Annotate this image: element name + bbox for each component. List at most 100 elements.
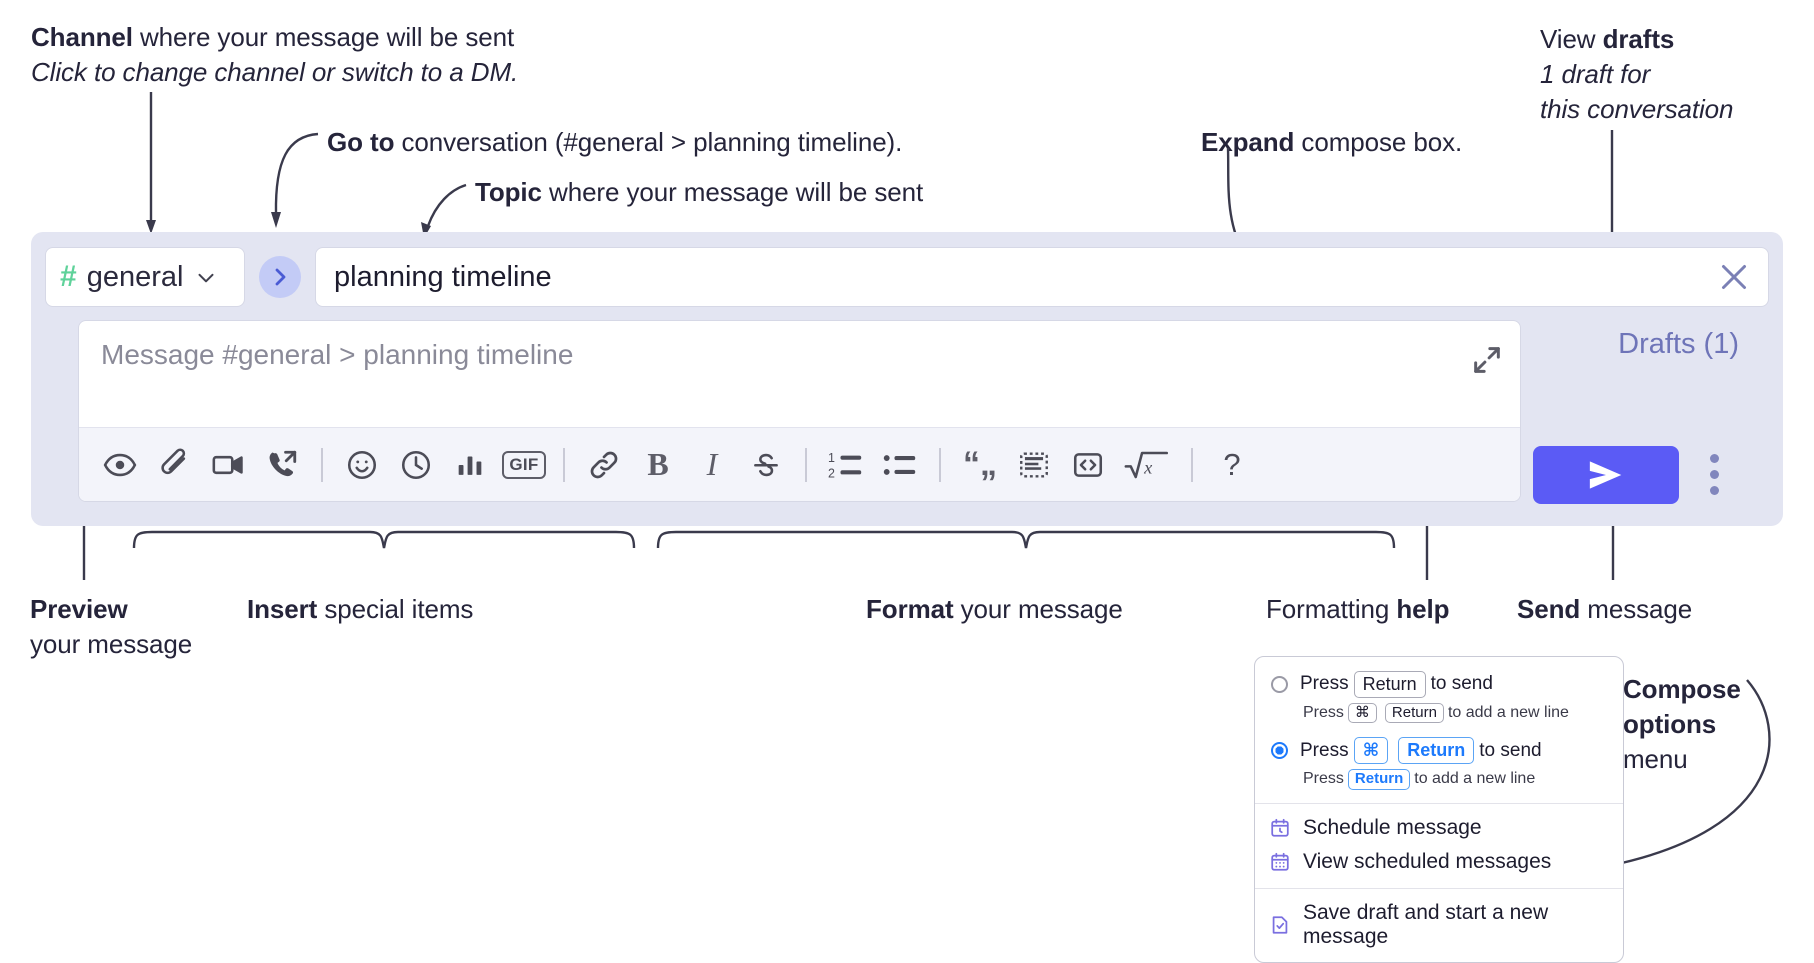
compose-options-button[interactable] [1697, 452, 1731, 496]
close-icon [1722, 265, 1746, 289]
chevron-down-icon [198, 273, 214, 283]
poll-button[interactable] [448, 443, 492, 487]
clock-icon [401, 450, 431, 479]
drafts-link[interactable]: Drafts (1) [1618, 328, 1739, 360]
kebab-menu-icon [1709, 485, 1719, 495]
compose-header-row: # general planning timeline [45, 246, 1769, 308]
compose-panel: # general planning timeline Message #gen… [31, 232, 1783, 526]
audio-call-icon [269, 450, 297, 476]
blockquote-button[interactable]: “„ [958, 443, 1002, 487]
strikethrough-icon [754, 453, 778, 476]
annotation-drafts-plain: View [1540, 24, 1603, 54]
link-icon [590, 451, 618, 478]
send-option-cmd-return-sub: Press Return to add a new line [1255, 768, 1623, 794]
audio-clip-button[interactable] [260, 443, 304, 487]
sub-post: to add a new line [1414, 770, 1536, 788]
send-option-pre: Press [1300, 673, 1349, 695]
help-icon: ? [1223, 447, 1241, 482]
topic-input[interactable]: planning timeline [315, 247, 1769, 307]
menu-item-schedule-message[interactable]: Schedule message [1255, 811, 1623, 845]
toolbar-divider [563, 447, 565, 482]
expand-compose-button[interactable] [1470, 343, 1504, 377]
toolbar-divider [805, 447, 807, 482]
key-return: Return [1347, 768, 1411, 790]
annotation-preview-rest: your message [30, 628, 193, 659]
message-input-area[interactable]: Message #general > planning timeline [78, 320, 1521, 502]
ordered-list-icon: 1 2 [828, 451, 862, 480]
gif-button[interactable]: GIF [502, 443, 546, 487]
annotation-channel-rest: where your message will be sent [132, 22, 515, 52]
annotation-format-bold: Format [866, 594, 954, 624]
poll-icon [458, 456, 482, 475]
code-button[interactable] [1066, 443, 1110, 487]
annotation-goto-rest: conversation (#general > planning timeli… [394, 127, 903, 157]
annotation-drafts-italic2: this conversation [1540, 93, 1734, 124]
bulleted-list-button[interactable] [878, 443, 922, 487]
attachment-icon [161, 447, 186, 474]
annotation-insert-bold: Insert [247, 594, 318, 624]
key-command: ⌘ [1347, 702, 1377, 724]
radio-icon-selected [1271, 742, 1288, 759]
preview-icon [103, 453, 137, 476]
annotation-expand: Expand compose box. [1201, 125, 1462, 160]
expand-icon [1474, 347, 1500, 373]
reminder-button[interactable] [394, 443, 438, 487]
annotation-send: Send message [1517, 592, 1692, 627]
send-option-post: to send [1479, 739, 1542, 761]
formatting-toolbar: GIF B I [79, 427, 1520, 501]
attachment-button[interactable] [152, 443, 196, 487]
send-option-return-sub: Press ⌘ Return to add a new line [1255, 702, 1623, 728]
goto-conversation-button[interactable] [259, 256, 301, 298]
preview-button[interactable] [98, 443, 142, 487]
send-option-cmd-return[interactable]: Press ⌘ Return to send [1255, 733, 1623, 768]
channel-selector[interactable]: # general [45, 247, 245, 307]
annotation-drafts-italic1: 1 draft for [1540, 58, 1651, 89]
annotation-expand-bold: Expand [1201, 127, 1295, 157]
code-block-button[interactable] [1012, 443, 1056, 487]
send-option-post: to send [1430, 673, 1493, 695]
key-command: ⌘ [1353, 737, 1389, 764]
menu-item-label: View scheduled messages [1303, 849, 1552, 873]
calendar-clock-icon [1271, 818, 1289, 837]
emoji-button[interactable] [340, 443, 384, 487]
annotation-drafts: View drafts 1 draft for this conversatio… [1540, 22, 1734, 126]
bold-icon: B [647, 446, 669, 482]
menu-divider [1255, 802, 1623, 804]
annotation-compose-bold2: options [1623, 708, 1717, 739]
annotation-preview: Preview your message [30, 592, 192, 662]
svg-text:2: 2 [828, 466, 835, 480]
link-button[interactable] [582, 443, 626, 487]
math-button[interactable]: x [1120, 443, 1174, 487]
key-return: Return [1353, 671, 1426, 698]
ordered-list-button[interactable]: 1 2 [824, 443, 868, 487]
toolbar-divider [1191, 447, 1193, 482]
annotation-topic-bold: Topic [475, 177, 542, 207]
annotation-send-bold: Send [1517, 594, 1581, 624]
annotation-channel-italic: Click to change channel or switch to a D… [31, 56, 519, 87]
channel-name-label: general [86, 260, 184, 293]
annotation-send-rest: message [1580, 594, 1693, 624]
topic-clear-button[interactable] [1716, 259, 1752, 295]
key-return: Return [1384, 702, 1444, 724]
menu-divider [1255, 887, 1623, 889]
annotation-insert-rest: special items [317, 594, 474, 624]
annotation-help-plain: Formatting [1266, 594, 1397, 624]
send-icon [1589, 461, 1622, 489]
toolbar-divider [321, 447, 323, 482]
send-option-return[interactable]: Press Return to send [1255, 667, 1623, 702]
code-block-icon [1020, 451, 1048, 478]
sub-pre: Press [1303, 703, 1344, 721]
bold-button[interactable]: B [636, 443, 680, 487]
formatting-help-button[interactable]: ? [1210, 443, 1254, 487]
strikethrough-button[interactable] [744, 443, 788, 487]
italic-button[interactable]: I [690, 443, 734, 487]
menu-item-save-draft[interactable]: Save draft and start a new message [1255, 896, 1623, 954]
menu-item-view-scheduled[interactable]: View scheduled messages [1255, 845, 1623, 879]
annotation-topic: Topic where your message will be sent [475, 175, 923, 210]
svg-text:1: 1 [828, 451, 835, 465]
bulleted-list-icon [883, 454, 916, 475]
video-clip-button[interactable] [206, 443, 250, 487]
annotation-compose-rest: menu [1623, 743, 1688, 774]
annotation-format: Format your message [866, 592, 1123, 627]
send-button[interactable] [1533, 446, 1679, 504]
